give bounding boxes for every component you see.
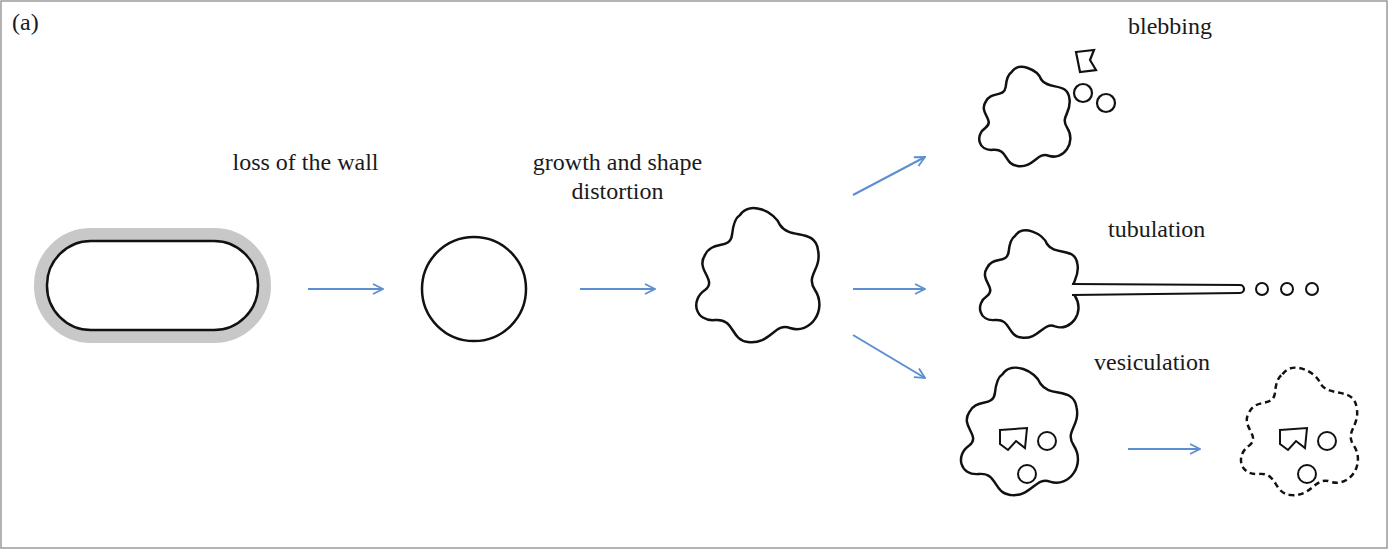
step-label: loss of the wall <box>228 148 383 177</box>
spherical-cell <box>422 237 526 341</box>
step-label: growth and shape distortion <box>510 148 725 206</box>
tubulation-cell <box>980 230 1318 337</box>
cell-wall <box>40 234 265 337</box>
outcome-label: tubulation <box>1108 215 1205 244</box>
lysed-cell <box>1241 368 1358 496</box>
process-arrows <box>308 157 1200 449</box>
distorted-cell <box>696 208 819 342</box>
outcome-label: blebbing <box>1128 12 1212 41</box>
panel-label: (a) <box>12 8 39 37</box>
vesiculating-cell <box>961 368 1078 496</box>
blebbing-cell <box>979 50 1115 166</box>
rod-cell <box>47 241 258 330</box>
outcome-label: vesiculation <box>1094 348 1210 377</box>
